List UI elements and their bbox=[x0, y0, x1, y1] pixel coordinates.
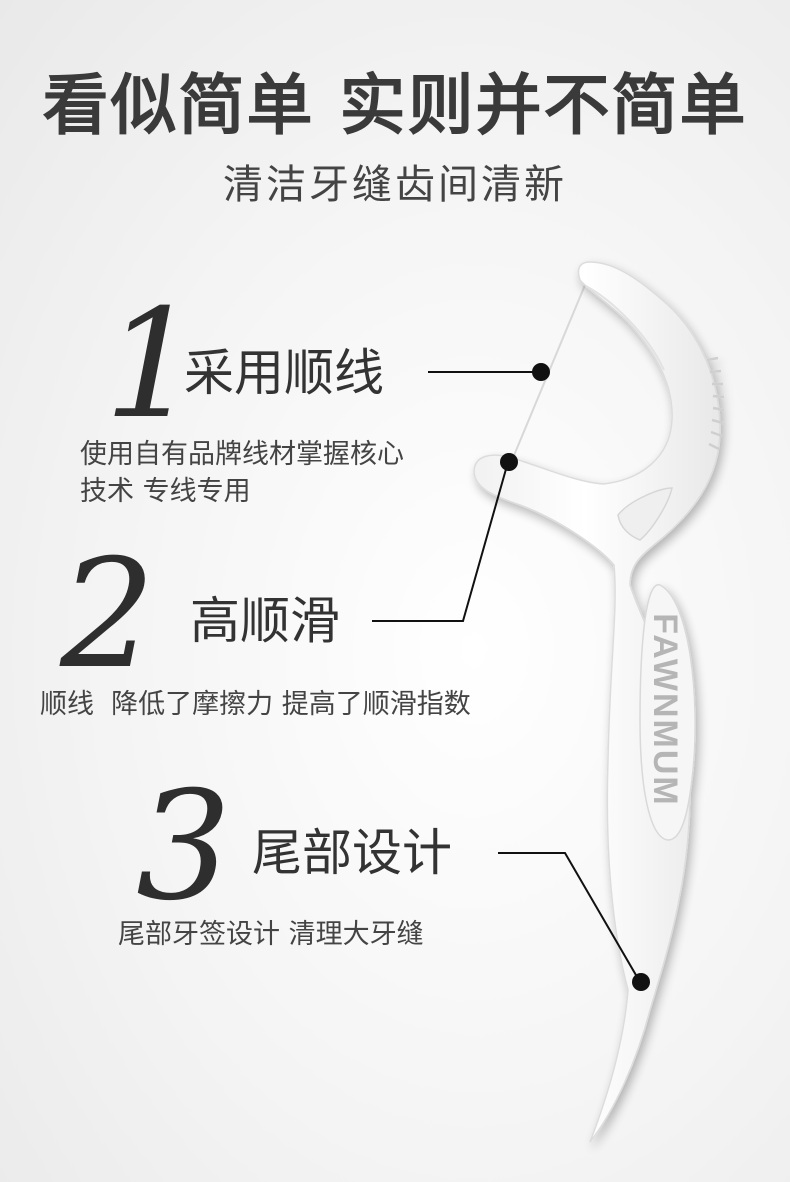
feature-number-1: 1 bbox=[104, 278, 200, 452]
feature-desc-1: 使用自有品牌线材掌握核心 技术 专线专用 bbox=[80, 436, 404, 510]
feature-desc-2: 顺线 降低了摩擦力 提高了顺滑指数 bbox=[40, 686, 471, 723]
callout-dot-2 bbox=[500, 453, 518, 471]
callout-dot-1 bbox=[532, 363, 550, 381]
feature-desc-1-line-2: 技术 专线专用 bbox=[80, 476, 251, 507]
leader-line-2 bbox=[372, 461, 509, 622]
flosser-body bbox=[473, 261, 725, 1143]
feature-number-2: 2 bbox=[60, 528, 156, 702]
callout-dot-3 bbox=[632, 973, 650, 991]
leader-lines bbox=[372, 371, 641, 983]
feature-title-3: 尾部设计 bbox=[252, 824, 452, 882]
feature-desc-1-line-1: 使用自有品牌线材掌握核心 bbox=[80, 439, 404, 470]
subheadline: 清洁牙缝齿间清新 bbox=[223, 162, 567, 208]
feature-desc-3-line-1: 尾部牙签设计 清理大牙缝 bbox=[118, 919, 424, 950]
feature-title-2: 高顺滑 bbox=[190, 592, 340, 650]
grip-teeth bbox=[706, 356, 725, 451]
headline: 看似简单 实则并不简单 bbox=[42, 67, 748, 144]
brand-text: FAWNMUM bbox=[646, 613, 684, 806]
feature-number-3: 3 bbox=[136, 760, 232, 934]
feature-desc-3: 尾部牙签设计 清理大牙缝 bbox=[118, 916, 424, 953]
feature-desc-2-line-1: 顺线 降低了摩擦力 提高了顺滑指数 bbox=[40, 689, 471, 720]
leader-line-3 bbox=[498, 852, 641, 983]
feature-title-1: 采用顺线 bbox=[184, 344, 384, 402]
